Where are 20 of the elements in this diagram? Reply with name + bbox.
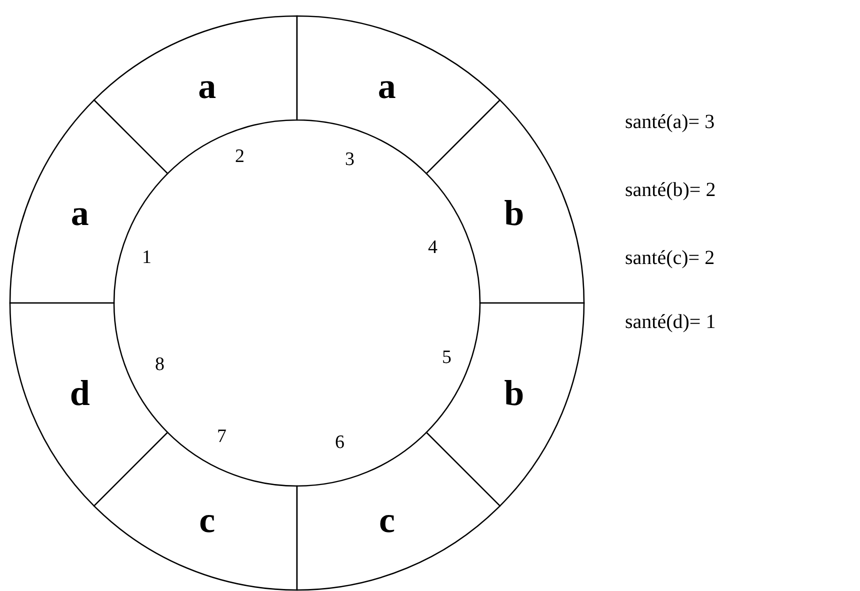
position-number: 1	[142, 247, 152, 269]
health-value-text: santé(d)= 1	[625, 311, 716, 333]
position-number: 4	[428, 237, 438, 259]
position-number: 6	[335, 432, 344, 454]
health-value-text: santé(c)= 2	[625, 247, 715, 269]
sector-letter: c	[378, 500, 395, 540]
sector-letter: a	[70, 193, 89, 234]
position-number: 8	[155, 354, 164, 376]
sector-letter: c	[199, 500, 216, 540]
position-number: 3	[345, 149, 354, 171]
position-number: 5	[442, 347, 452, 369]
position-number: 7	[217, 426, 226, 448]
position-number: 2	[235, 146, 244, 168]
sector-letter: a	[198, 66, 216, 106]
health-value-text: santé(a)= 3	[625, 111, 715, 133]
sector-letter: d	[70, 372, 90, 413]
health-value-text: santé(b)= 2	[625, 179, 716, 201]
sector-letter: b	[504, 372, 524, 413]
sector-letter: a	[378, 66, 396, 106]
sector-letter: b	[504, 193, 524, 234]
